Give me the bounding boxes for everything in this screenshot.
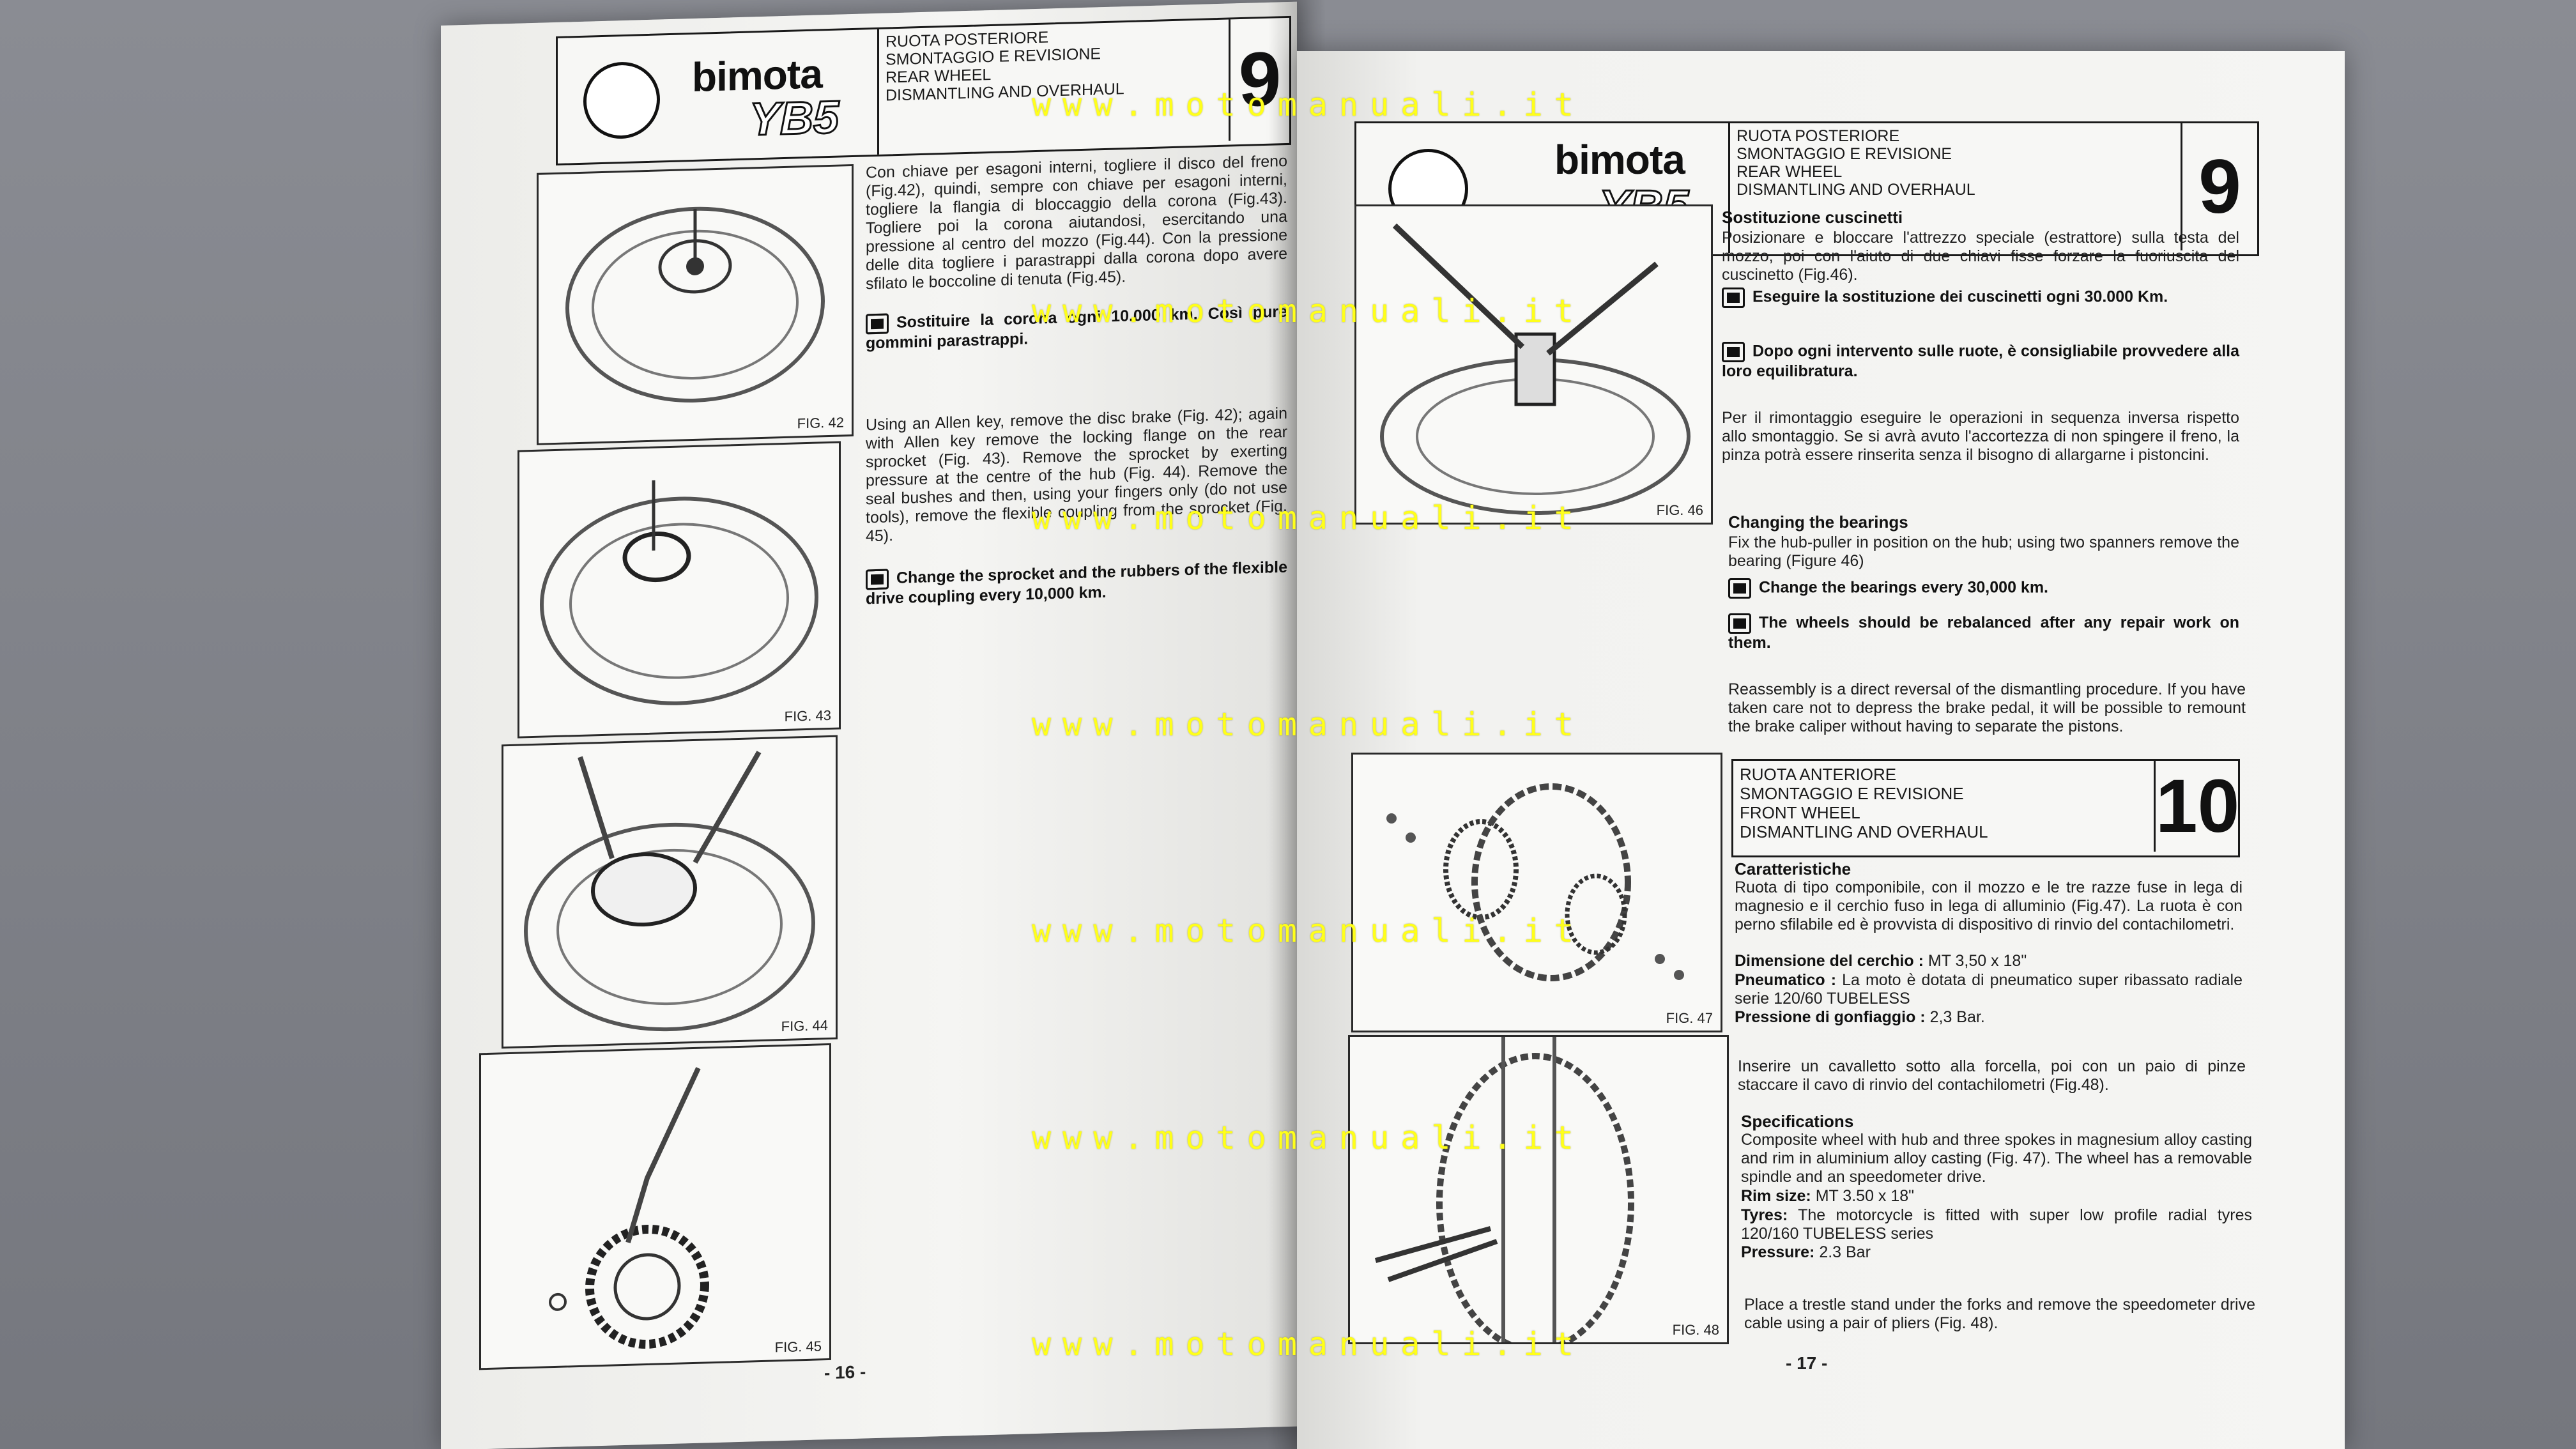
- value: La moto è dotata di pneumatico super rib…: [1735, 971, 2242, 1008]
- figure-48: FIG. 48: [1348, 1035, 1729, 1344]
- figure-caption: FIG. 43: [784, 707, 831, 724]
- title-line: RUOTA POSTERIORE: [1736, 127, 1900, 145]
- rear-wheel-drawing: [540, 480, 818, 705]
- bearings-it-title: Sostituzione cuscinetti: [1722, 208, 1903, 227]
- figure-caption: FIG. 46: [1656, 502, 1703, 518]
- characteristics-title: Caratteristiche: [1735, 859, 1851, 878]
- label: Pneumatico :: [1735, 971, 1837, 989]
- watermark: www.motomanuali.it: [1032, 706, 1585, 743]
- bearings-en-note: The wheels should be rebalanced after an…: [1728, 613, 2239, 652]
- specifications-text: Composite wheel with hub and three spoke…: [1741, 1131, 2252, 1186]
- header-titles: RUOTA ANTERIORE SMONTAGGIO E REVISIONE F…: [1733, 761, 2155, 855]
- title-line: DISMANTLING AND OVERHAUL: [1736, 181, 1975, 199]
- front-wheel-exploded-drawing: [1386, 783, 1684, 981]
- figure-46: FIG. 46: [1354, 204, 1713, 525]
- characteristics-text: Ruota di tipo componibile, con il mozzo …: [1735, 878, 2242, 933]
- value: MT 3.50 x 18": [1815, 1187, 1915, 1205]
- figure-44: FIG. 44: [502, 735, 838, 1049]
- rear-wheel-drawing: [565, 206, 825, 402]
- watermark: www.motomanuali.it: [1032, 1326, 1585, 1363]
- title-line: SMONTAGGIO E REVISIONE: [1736, 145, 1952, 163]
- pressure-en: Pressure: 2.3 Bar: [1741, 1243, 2252, 1262]
- watermark: www.motomanuali.it: [1032, 1119, 1585, 1156]
- label: Pressure:: [1741, 1243, 1815, 1261]
- fork-stand-drawing: [1374, 1037, 1634, 1342]
- bearing-puller-drawing: [1380, 223, 1690, 515]
- rear-wheel-hands-drawing: [524, 751, 815, 1032]
- reassembly-it: Per il rimontaggio eseguire le operazion…: [1722, 409, 2239, 464]
- value: MT 3,50 x 18": [1928, 952, 2027, 970]
- note-icon: [1728, 613, 1751, 634]
- note-text: Change the bearings every 30,000 km.: [1759, 578, 2048, 597]
- model-logo: YB5: [749, 91, 840, 146]
- label: Pressione di gonfiaggio :: [1735, 1008, 1926, 1026]
- watermark: www.motomanuali.it: [1032, 293, 1585, 330]
- bike-logo-icon: [583, 61, 660, 140]
- pressure-it: Pressione di gonfiaggio : 2,3 Bar.: [1735, 1008, 2242, 1027]
- figure-43: FIG. 43: [518, 441, 841, 739]
- bearings-it-note: Eseguire la sostituzione dei cuscinetti …: [1722, 288, 2239, 308]
- title-line: SMONTAGGIO E REVISIONE: [1740, 784, 1964, 803]
- watermark: www.motomanuali.it: [1032, 86, 1585, 123]
- figure-caption: FIG. 48: [1672, 1322, 1719, 1338]
- title-line: REAR WHEEL: [1736, 163, 1843, 181]
- watermark: www.motomanuali.it: [1032, 500, 1585, 537]
- sprocket-drawing: [549, 1067, 709, 1349]
- note-icon: [1728, 578, 1751, 599]
- figure-47: FIG. 47: [1351, 753, 1722, 1032]
- label: Rim size:: [1741, 1187, 1811, 1205]
- note-text: Dopo ogni intervento sulle ruote, è cons…: [1722, 342, 2239, 380]
- bearings-en-note: Change the bearings every 30,000 km.: [1728, 578, 2239, 599]
- specifications-title: Specifications: [1741, 1112, 1854, 1131]
- english-note: Change the sprocket and the rubbers of t…: [866, 558, 1287, 608]
- bimota-logo: bimota: [1554, 137, 1685, 183]
- right-page: bimota YB5 RUOTA POSTERIORE SMONTAGGIO E…: [1297, 51, 2345, 1449]
- rim-size-en: Rim size: MT 3.50 x 18": [1741, 1187, 2252, 1206]
- section-number: 9: [2181, 123, 2257, 250]
- note-text: Change the sprocket and the rubbers of t…: [866, 558, 1287, 608]
- value: The motorcycle is fitted with super low …: [1741, 1206, 2253, 1243]
- stand-it: Inserire un cavalletto sotto alla forcel…: [1738, 1057, 2246, 1094]
- figure-caption: FIG. 44: [781, 1017, 828, 1035]
- rim-size-it: Dimensione del cerchio : MT 3,50 x 18": [1735, 952, 2242, 970]
- note-icon: [1722, 342, 1745, 362]
- title-line: FRONT WHEEL: [1740, 803, 1860, 822]
- tyre-it: Pneumatico : La moto è dotata di pneumat…: [1735, 971, 2242, 1008]
- note-text: Eseguire la sostituzione dei cuscinetti …: [1752, 288, 2168, 306]
- page-number: - 16 -: [824, 1361, 866, 1383]
- note-text: The wheels should be rebalanced after an…: [1728, 613, 2239, 652]
- note-icon: [866, 313, 889, 335]
- figure-caption: FIG. 47: [1666, 1010, 1713, 1026]
- title-line: RUOTA ANTERIORE: [1740, 765, 1897, 784]
- figure-caption: FIG. 42: [797, 414, 844, 432]
- bearings-en-text: Fix the hub-puller in position on the hu…: [1728, 533, 2239, 570]
- bearings-en-title: Changing the bearings: [1728, 512, 1908, 532]
- reassembly-en: Reassembly is a direct reversal of the d…: [1728, 680, 2246, 735]
- note-icon: [1722, 288, 1745, 308]
- note-icon: [866, 569, 889, 590]
- header-titles: RUOTA POSTERIORE SMONTAGGIO E REVISIONE …: [1728, 123, 2107, 253]
- value: 2.3 Bar: [1819, 1243, 1871, 1261]
- watermark: www.motomanuali.it: [1032, 912, 1585, 949]
- bearings-it-text: Posizionare e bloccare l'attrezzo specia…: [1722, 229, 2239, 284]
- figure-45: FIG. 45: [479, 1043, 831, 1370]
- section-number: 10: [2154, 761, 2239, 852]
- title-line: DISMANTLING AND OVERHAUL: [1740, 822, 1988, 841]
- figure-caption: FIG. 45: [774, 1338, 822, 1356]
- label: Dimensione del cerchio :: [1735, 952, 1924, 970]
- front-wheel-header: RUOTA ANTERIORE SMONTAGGIO E REVISIONE F…: [1731, 759, 2240, 857]
- left-page: bimota YB5 RUOTA POSTERIORE SMONTAGGIO E…: [441, 1, 1297, 1449]
- stand-en: Place a trestle stand under the forks an…: [1744, 1296, 2255, 1332]
- tyre-en: Tyres: The motorcycle is fitted with sup…: [1741, 1206, 2252, 1243]
- page-number: - 17 -: [1786, 1353, 1828, 1373]
- italian-paragraph: Con chiave per esagoni interni, togliere…: [866, 151, 1287, 293]
- bearings-it-note: Dopo ogni intervento sulle ruote, è cons…: [1722, 342, 2239, 381]
- value: 2,3 Bar.: [1929, 1008, 1985, 1026]
- label: Tyres:: [1741, 1206, 1788, 1224]
- figure-42: FIG. 42: [537, 164, 854, 445]
